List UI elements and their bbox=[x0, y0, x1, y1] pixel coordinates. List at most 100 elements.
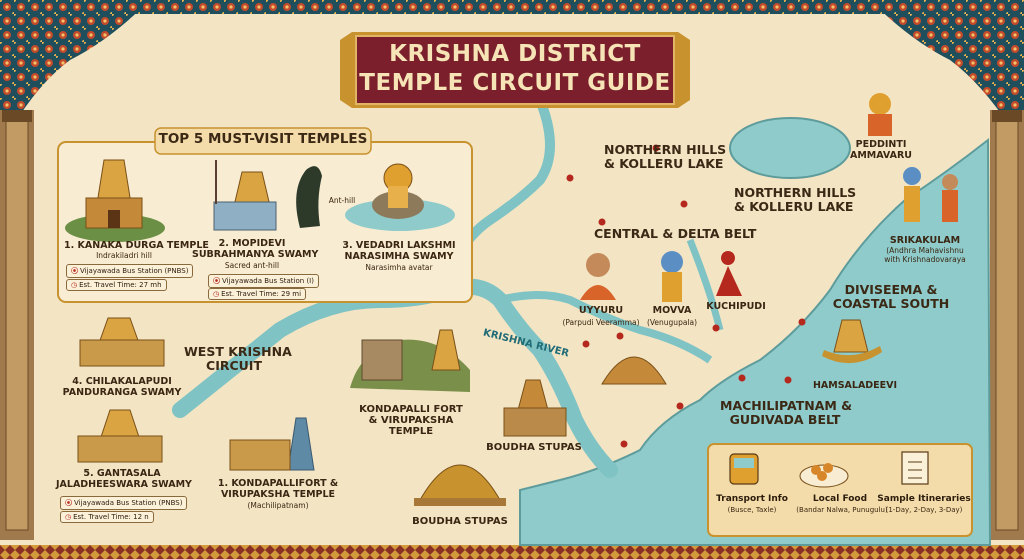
northern-region-1-line1: NORTHERN HILLS bbox=[604, 142, 727, 157]
title-line-2: TEMPLE CIRCUIT GUIDE bbox=[359, 70, 671, 96]
kondapalli-fort-icon bbox=[350, 329, 470, 392]
kondapalli-virupaksha-temple-icon bbox=[229, 417, 315, 471]
temple-3-sub: Narasimha avatar bbox=[365, 263, 433, 272]
kondapalli2-line1: 1. KONDAPALLIFORT & bbox=[217, 478, 339, 489]
srikakulam-sub1: (Andhra Mahavishnu bbox=[886, 246, 964, 255]
location-markers bbox=[566, 144, 806, 448]
title-banner: KRISHNA DISTRICT TEMPLE CIRCUIT GUIDE bbox=[352, 32, 678, 108]
kolleru-lake bbox=[729, 117, 851, 179]
boudha-stupas-label-2: BOUDHA STUPAS bbox=[412, 516, 508, 527]
legend-food: Local Food bbox=[812, 494, 868, 504]
movva-label: MOVVA bbox=[652, 305, 692, 316]
kondapalli-line2: & VIRUPAKSHA bbox=[368, 415, 454, 426]
bus-icon bbox=[729, 453, 759, 485]
temple-3-name-line2: NARASIMHA SWAMY bbox=[344, 251, 454, 262]
peddinti-line1: PEDDINTI bbox=[855, 139, 907, 150]
top5-heading-plate bbox=[154, 127, 372, 155]
anthill-callout: Ant-hill bbox=[328, 196, 356, 205]
northern-region-2-line1: NORTHERN HILLS bbox=[734, 185, 857, 200]
itinerary-checklist-icon bbox=[901, 451, 929, 485]
legend: Transport Info (Busce, Taxle) Local Food… bbox=[708, 444, 972, 536]
gantasala-time-pill: ◷Est. Travel Time: 12 n bbox=[60, 511, 154, 523]
west-region-line1: WEST KRISHNA bbox=[184, 344, 292, 359]
hamsaladeevi-label: HAMSALADEEVI bbox=[812, 380, 898, 391]
gantasala-bus-pill: ⦿Vijayawada Bus Station (PNBS) bbox=[60, 496, 188, 510]
clock-icon: ◷ bbox=[213, 290, 220, 298]
uyyuru-label: UYYURU bbox=[578, 305, 624, 316]
river-tributary-east bbox=[499, 291, 713, 364]
temple-1-time: Est. Travel Time: 27 mh bbox=[79, 281, 162, 289]
title-banner-shape bbox=[340, 32, 690, 108]
chilakalapudi-line1: 4. CHILAKALAPUDI bbox=[72, 376, 172, 387]
gantasala-bus: Vijayawada Bus Station (PNBS) bbox=[74, 499, 183, 507]
hamsaladeevi-temple-icon bbox=[822, 319, 882, 364]
clock-icon: ◷ bbox=[71, 281, 78, 289]
movva-deity-icon bbox=[661, 251, 683, 302]
food-plate-icon bbox=[799, 463, 849, 488]
boudha-stupa-icon-1 bbox=[503, 379, 567, 437]
legend-transport: Transport Info bbox=[716, 494, 788, 504]
pin-icon: ⦿ bbox=[65, 499, 72, 507]
central-delta-region: CENTRAL & DELTA BELT bbox=[594, 226, 757, 241]
movva-sub: (Venugupala) bbox=[646, 318, 698, 327]
temple-2-time: Est. Travel Time: 29 mi bbox=[221, 290, 302, 298]
cobra-icon bbox=[296, 166, 322, 228]
pin-icon: ⦿ bbox=[213, 277, 220, 285]
mopidevi-temple-icon bbox=[213, 160, 322, 231]
river-branch-kuchipudi bbox=[686, 238, 724, 331]
gantasala-temple-icon bbox=[77, 409, 163, 463]
kondapalli2-sub: (Machilipatnam) bbox=[247, 501, 309, 510]
temple-1-time-pill: ◷Est. Travel Time: 27 mh bbox=[66, 279, 167, 291]
northern-region-2-line2: & KOLLERU LAKE bbox=[734, 199, 854, 214]
clock-icon: ◷ bbox=[65, 513, 72, 521]
temple-1-bus: Vijayawada Bus Station (PNBS) bbox=[80, 267, 189, 275]
temple-1-name: 1. KANAKA DURGA TEMPLE bbox=[64, 240, 209, 251]
west-region-line2: CIRCUIT bbox=[206, 358, 262, 373]
temple-2-time-pill: ◷Est. Travel Time: 29 mi bbox=[208, 288, 307, 300]
legend-itineraries-sub: (1-Day, 2-Day, 3-Day) bbox=[885, 506, 963, 514]
legend-food-sub: (Bandar Nalwa, Punugulu) bbox=[796, 506, 888, 514]
temple-2-name-line2: SUBRAHMANYA SWAMY bbox=[192, 249, 319, 260]
legend-transport-sub: (Busce, Taxle) bbox=[727, 506, 777, 514]
kuchipudi-dancer-icon bbox=[716, 251, 742, 296]
vedadri-narasimha-icon bbox=[345, 163, 455, 231]
boudha-stupas-label-1: BOUDHA STUPAS bbox=[486, 442, 582, 453]
machilipatnam-line1: MACHILIPATNAM & bbox=[720, 398, 853, 413]
temple-2-sub: Sacred ant-hill bbox=[224, 261, 280, 270]
machilipatnam-line2: GUDIVADA BELT bbox=[729, 412, 841, 427]
peddinti-ammavaru-icon bbox=[868, 93, 892, 136]
kanaka-durga-temple-icon bbox=[65, 159, 165, 242]
northern-region-1-line2: & KOLLERU LAKE bbox=[604, 156, 724, 171]
top5-heading: TOP 5 MUST-VISIT TEMPLES bbox=[158, 131, 368, 147]
gantasala-time: Est. Travel Time: 12 n bbox=[73, 513, 149, 521]
gantasala-line2: JALADHEESWARA SWAMY bbox=[56, 479, 192, 490]
temple-1-bus-pill: ⦿Vijayawada Bus Station (PNBS) bbox=[66, 264, 194, 278]
temple-3-name-line1: 3. VEDADRI LAKSHMI bbox=[342, 240, 456, 251]
temple-2-bus-pill: ⦿Vijayawada Bus Station (I) bbox=[208, 274, 319, 288]
srikakulam-sub2: with Krishnadovaraya bbox=[884, 255, 966, 264]
diviseema-line2: COASTAL SOUTH bbox=[832, 296, 950, 311]
gantasala-line1: 5. GANTASALA bbox=[83, 468, 161, 479]
srikakulam-label: SRIKAKULAM bbox=[889, 235, 961, 246]
kuchipudi-label: KUCHIPUDI bbox=[706, 301, 766, 312]
srikakulam-deity-icon bbox=[903, 167, 958, 222]
kondapalli-line3: TEMPLE bbox=[388, 426, 434, 437]
pin-icon: ⦿ bbox=[71, 267, 78, 275]
legend-itineraries: Sample Itineraries bbox=[877, 494, 971, 504]
title-line-1: KRISHNA DISTRICT bbox=[389, 41, 641, 67]
chilakalapudi-line2: PANDURANGA SWAMY bbox=[62, 387, 182, 398]
diviseema-line1: DIVISEEMA & bbox=[844, 282, 938, 297]
delta-stupa-icon bbox=[601, 356, 667, 385]
temple-1-sub: Indrakiladri hill bbox=[96, 251, 152, 260]
boudha-stupa-icon-2 bbox=[414, 464, 506, 506]
temple-2-name-line1: 2. MOPIDEVI bbox=[218, 238, 286, 249]
kondapalli-line1: KONDAPALLI FORT bbox=[359, 404, 463, 415]
uyyuru-sub: (Parpudi Veeramma) bbox=[562, 318, 640, 327]
temple-2-bus: Vijayawada Bus Station (I) bbox=[222, 277, 314, 285]
chilakalapudi-temple-icon bbox=[79, 317, 165, 367]
peddinti-line2: AMMAVARU bbox=[849, 150, 913, 161]
uyyuru-deity-icon bbox=[580, 253, 616, 300]
